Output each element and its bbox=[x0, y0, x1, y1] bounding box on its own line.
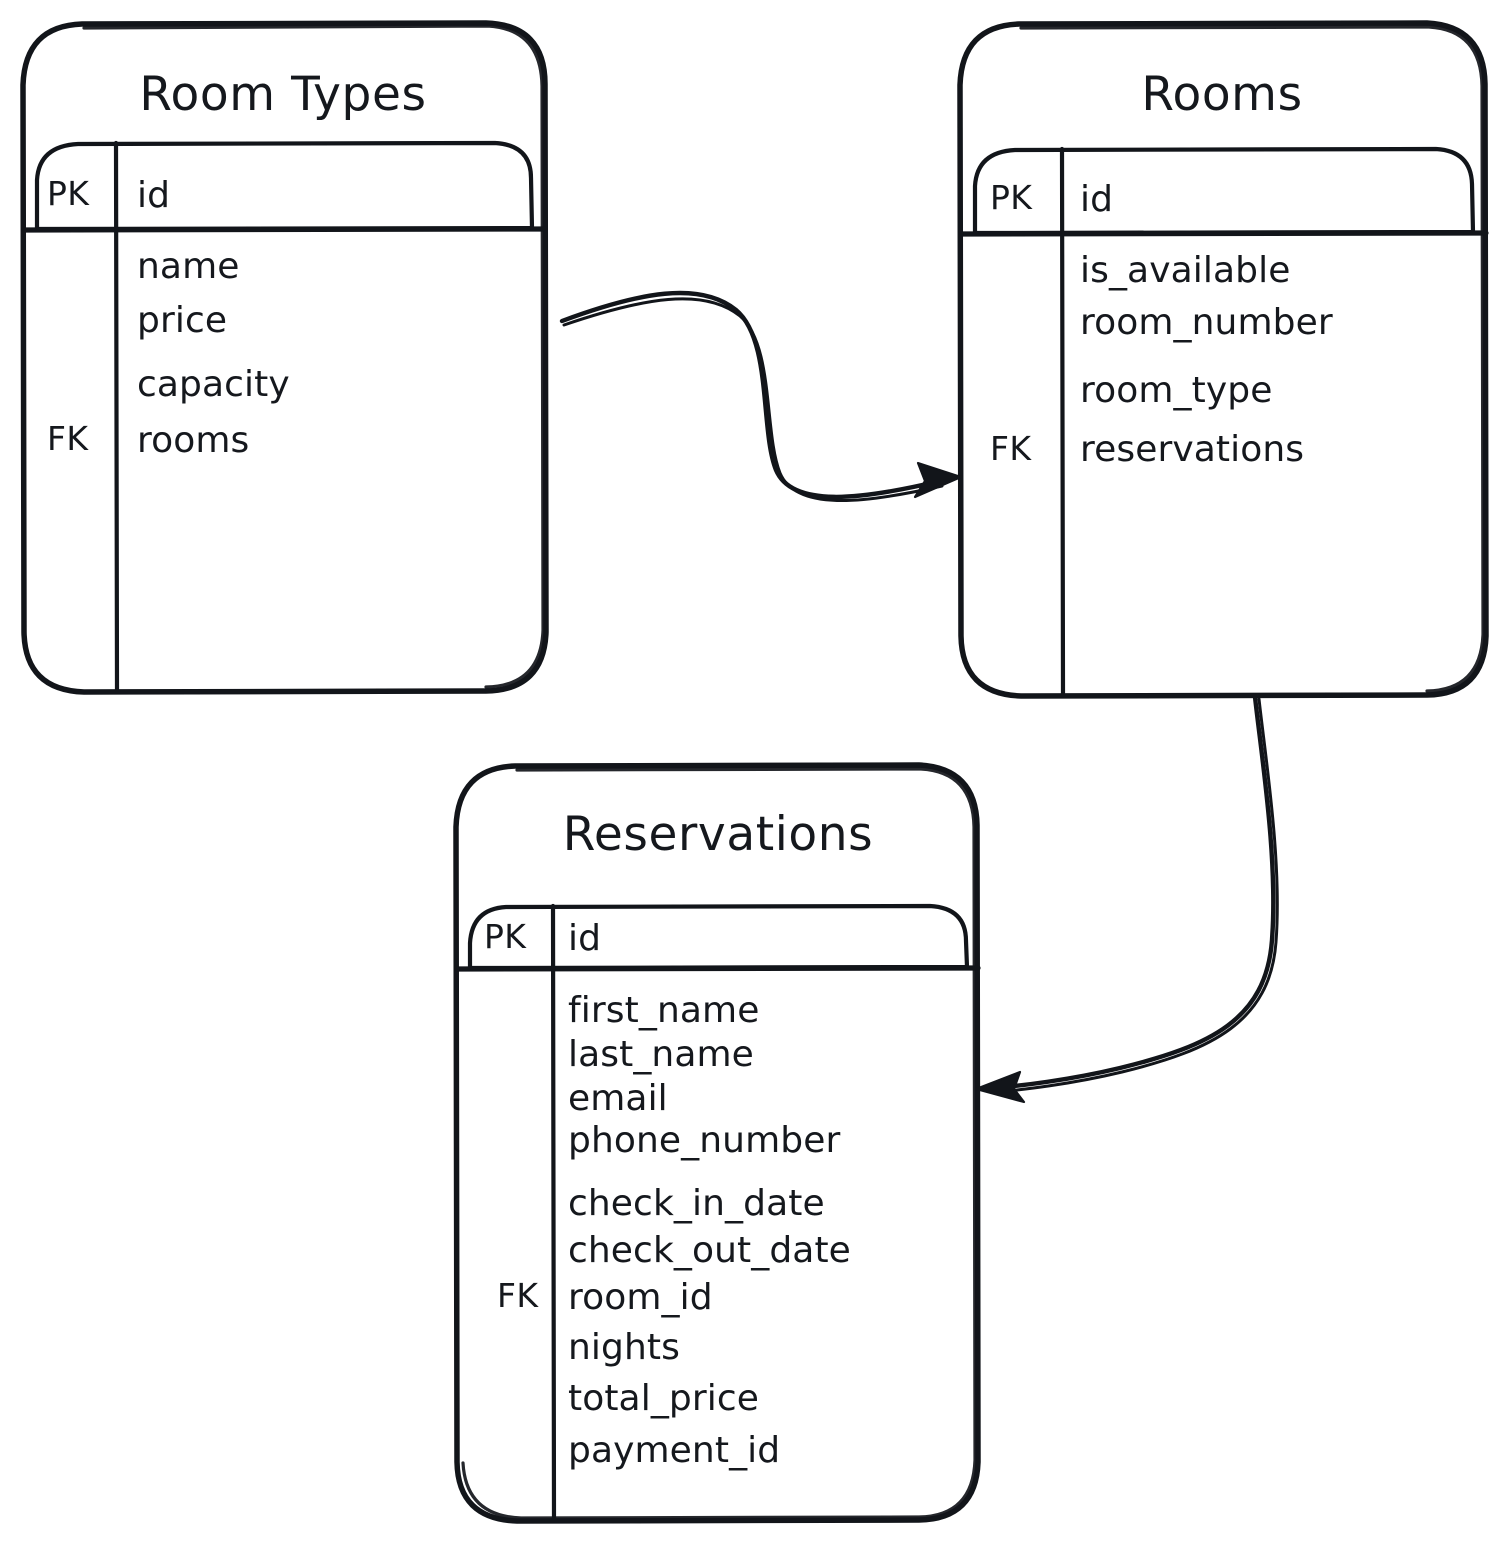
entity-room-types-field: capacity bbox=[137, 364, 290, 405]
entity-reservations-outline-sketch bbox=[461, 767, 977, 1520]
entity-reservations-field: phone_number bbox=[568, 1120, 840, 1161]
entity-room-types-outline-sketch bbox=[82, 24, 545, 689]
entity-room-types-pk-field: id bbox=[137, 175, 170, 216]
entity-room-types-fk-badge: FK bbox=[47, 419, 89, 458]
entity-reservations-field: nights bbox=[568, 1327, 680, 1368]
entity-room-types-field: price bbox=[137, 300, 227, 341]
entity-room-types-outline bbox=[20, 20, 549, 695]
entity-reservations-field: check_in_date bbox=[568, 1183, 825, 1224]
entity-room-types-field: name bbox=[137, 246, 240, 287]
relationship-room-types-to-rooms[interactable] bbox=[559, 290, 963, 502]
relationship-room-types-to-rooms-line bbox=[559, 290, 943, 500]
entity-rooms-pk-band bbox=[972, 146, 1476, 236]
entity-rooms-pk-badge: PK bbox=[990, 178, 1033, 217]
entity-room-types-field: rooms bbox=[137, 420, 249, 461]
entity-rooms-outline-sketch bbox=[1019, 25, 1485, 693]
entity-room-types-title: Room Types bbox=[139, 67, 426, 122]
entity-room-types-header-rule bbox=[22, 226, 548, 233]
entity-rooms-title: Rooms bbox=[1141, 67, 1302, 122]
relationship-rooms-to-reservations[interactable] bbox=[974, 694, 1279, 1104]
relationship-rooms-to-reservations-arrowhead bbox=[974, 1070, 1026, 1104]
entity-reservations-field: payment_id bbox=[568, 1430, 780, 1471]
entity-rooms-field: room_number bbox=[1080, 302, 1333, 343]
entity-reservations-pk-badge: PK bbox=[484, 917, 527, 956]
entity-rooms-field: room_type bbox=[1080, 370, 1272, 411]
entity-room-types-pk-band bbox=[34, 140, 535, 232]
relationship-rooms-to-reservations-line-sketch bbox=[993, 697, 1279, 1094]
entity-rooms-outline bbox=[957, 20, 1489, 699]
entity-room-types-key-divider bbox=[113, 140, 120, 694]
entity-rooms-pk-field: id bbox=[1080, 179, 1113, 220]
entity-rooms[interactable]: Rooms PK id FK is_available room_number … bbox=[957, 20, 1489, 699]
relationship-rooms-to-reservations-line bbox=[989, 694, 1276, 1091]
entity-reservations-field: email bbox=[568, 1078, 668, 1119]
entity-reservations-field: check_out_date bbox=[568, 1230, 851, 1271]
entity-reservations-field: last_name bbox=[568, 1034, 754, 1075]
entity-reservations-pk-band bbox=[467, 903, 970, 971]
relationship-room-types-to-rooms-arrowhead bbox=[913, 461, 963, 499]
entity-room-types-pk-badge: PK bbox=[47, 174, 90, 213]
entity-rooms-fk-badge: FK bbox=[990, 429, 1032, 468]
entity-reservations-title: Reservations bbox=[563, 807, 874, 862]
entity-rooms-header-rule bbox=[959, 230, 1489, 237]
entity-reservations-field: room_id bbox=[568, 1277, 713, 1318]
entity-reservations-header-rule bbox=[455, 965, 981, 972]
entity-room-types[interactable]: Room Types PK id FK name price capacity … bbox=[20, 20, 549, 695]
relationship-room-types-to-rooms-line-sketch bbox=[562, 297, 944, 502]
entity-reservations[interactable]: Reservations PK id FK first_name last_na… bbox=[453, 762, 981, 1524]
entity-reservations-key-divider bbox=[550, 903, 557, 1523]
entity-reservations-pk-field: id bbox=[568, 918, 601, 959]
entity-reservations-field: first_name bbox=[568, 990, 759, 1031]
entity-reservations-field: total_price bbox=[568, 1378, 759, 1419]
entity-reservations-fk-badge: FK bbox=[497, 1276, 539, 1315]
entity-rooms-field: reservations bbox=[1080, 429, 1304, 470]
entity-rooms-field: is_available bbox=[1080, 250, 1290, 291]
entity-rooms-key-divider bbox=[1059, 146, 1066, 698]
